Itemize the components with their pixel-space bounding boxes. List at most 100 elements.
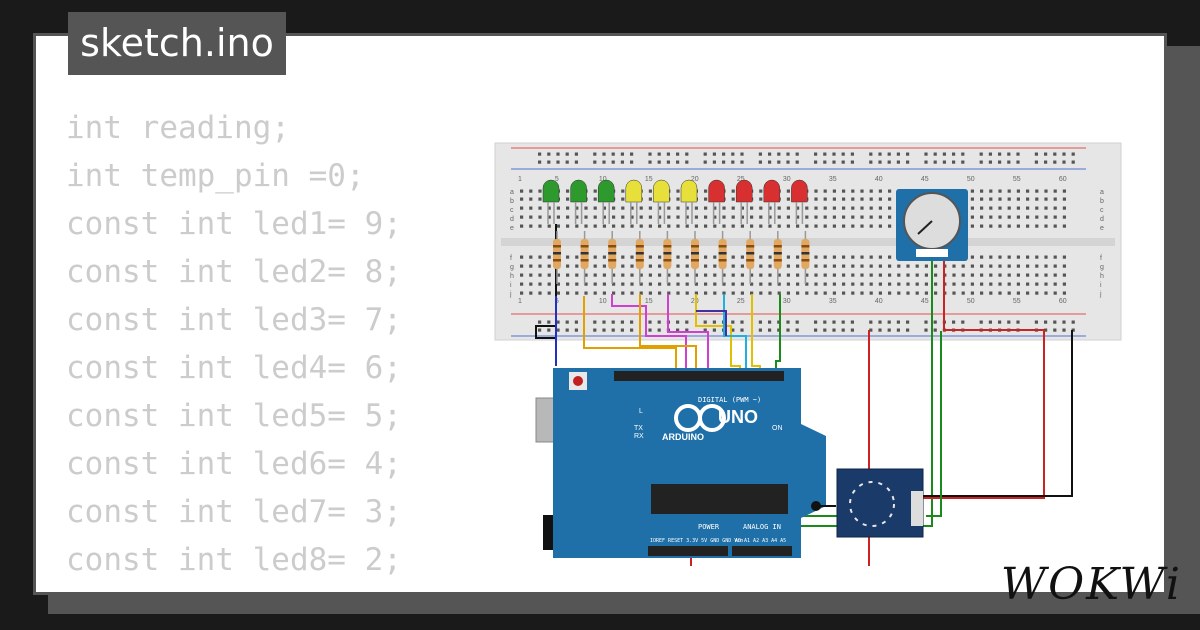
column-number: 20 <box>691 298 699 305</box>
column-number: 25 <box>737 298 745 305</box>
column-number: 1 <box>518 176 522 183</box>
on-label: ON <box>772 425 783 432</box>
column-number: 30 <box>783 298 791 305</box>
digital-label: DIGITAL (PWM ~) <box>698 396 761 404</box>
column-number: 45 <box>921 176 929 183</box>
column-number: 45 <box>921 298 929 305</box>
led[interactable] <box>597 179 615 224</box>
temperature-sensor-module[interactable] <box>811 468 924 538</box>
resistor[interactable] <box>691 231 699 284</box>
column-number: 25 <box>737 176 745 183</box>
led[interactable] <box>625 179 643 224</box>
column-number: 60 <box>1059 176 1067 183</box>
tx-label: TX <box>634 425 643 432</box>
row-letter: d <box>1100 216 1104 223</box>
code-line: const int led7= 3; <box>66 494 402 530</box>
row-letter: f <box>1100 255 1102 262</box>
row-letter: h <box>510 273 514 280</box>
analog-label: ANALOG IN <box>743 523 781 531</box>
rx-label: RX <box>634 433 644 440</box>
code-line: const int led3= 7; <box>66 302 402 338</box>
resistor[interactable] <box>663 231 672 284</box>
row-letter: f <box>510 255 512 262</box>
row-letter: a <box>1100 189 1104 196</box>
breadboard-labels: 1 1 55 10 10 15 15 20 20 25 25 30 30 35 35 40 40 45 45 50 50… <box>509 176 1104 305</box>
row-letter: a <box>510 189 514 196</box>
arduino-uno-board[interactable]: UNO ARDUINO DIGITAL (PWM ~) ANALOG IN PO… <box>535 368 826 558</box>
resistor[interactable] <box>773 231 782 284</box>
column-number: 10 <box>599 176 607 183</box>
led[interactable] <box>791 179 808 224</box>
column-number: 60 <box>1059 298 1067 305</box>
code-line: const int led1= 9; <box>66 206 402 242</box>
row-letter: c <box>510 207 514 214</box>
code-preview: int reading; int temp_pin =0; const int le… <box>66 104 402 592</box>
resistor[interactable] <box>580 231 589 284</box>
column-number: 30 <box>783 176 791 183</box>
column-number: 10 <box>599 298 607 305</box>
led[interactable] <box>763 179 781 224</box>
resistor[interactable] <box>801 231 810 284</box>
led[interactable] <box>542 179 560 224</box>
row-letter: b <box>510 198 514 205</box>
column-number: 55 <box>1013 176 1021 183</box>
l-label: L <box>639 408 643 415</box>
code-line: int temp_pin =0; <box>66 158 365 194</box>
board-brand: ARDUINO <box>662 432 704 442</box>
row-letter: b <box>1100 198 1104 205</box>
file-tab[interactable]: sketch.ino <box>68 12 286 75</box>
column-number: 50 <box>967 176 975 183</box>
resistor[interactable] <box>746 231 755 284</box>
column-number: 1 <box>518 298 522 305</box>
row-letter: i <box>1100 282 1102 289</box>
analog-pins-label: A0 A1 A2 A3 A4 A5 <box>735 538 786 544</box>
column-number: 35 <box>829 298 837 305</box>
column-number: 15 <box>645 298 653 305</box>
code-line: const int led2= 8; <box>66 254 402 290</box>
row-letter: j <box>1099 291 1102 298</box>
column-number: 40 <box>875 176 883 183</box>
resistor[interactable] <box>718 231 727 284</box>
row-letter: i <box>510 282 512 289</box>
board-model: UNO <box>718 407 758 427</box>
row-letter: g <box>510 264 514 271</box>
led[interactable] <box>735 179 753 224</box>
led-row <box>542 179 808 224</box>
column-number: 5 <box>555 176 559 183</box>
resistor[interactable] <box>635 231 644 284</box>
code-line: const int led4= 6; <box>66 350 402 386</box>
led[interactable] <box>653 179 670 224</box>
row-letter: h <box>1100 273 1104 280</box>
code-line: const int led6= 4; <box>66 446 402 482</box>
code-line: const int led9= 1; <box>66 584 402 592</box>
circuit-diagram: 1 1 55 10 10 15 15 20 20 25 25 30 30 35 35 40 40 45 45 50 50… <box>494 142 1122 566</box>
led[interactable] <box>680 179 698 224</box>
resistor[interactable] <box>608 231 617 284</box>
column-number: 50 <box>967 298 975 305</box>
code-line: int reading; <box>66 110 290 146</box>
column-number: 15 <box>645 176 653 183</box>
resistor[interactable] <box>553 231 561 284</box>
row-letter: c <box>1100 207 1104 214</box>
column-number: 20 <box>691 176 699 183</box>
resistor-row <box>553 231 810 284</box>
column-number: 40 <box>875 298 883 305</box>
code-line: const int led5= 5; <box>66 398 402 434</box>
row-letter: g <box>1100 264 1104 271</box>
led[interactable] <box>570 179 587 224</box>
column-number: 35 <box>829 176 837 183</box>
power-pins-label: IOREF RESET 3.3V 5V GND GND Vin <box>650 538 743 544</box>
column-number: 55 <box>1013 298 1021 305</box>
row-letter: d <box>510 216 514 223</box>
wires <box>535 224 1073 566</box>
power-label: POWER <box>698 523 720 531</box>
breadboard-holes <box>520 152 1075 332</box>
potentiometer[interactable] <box>896 189 968 261</box>
wokwi-logo: WOKWi <box>1000 559 1182 610</box>
led[interactable] <box>708 179 725 224</box>
row-letter: j <box>509 291 512 298</box>
preview-card: int reading; int temp_pin =0; const int le… <box>33 33 1167 595</box>
row-letter: e <box>510 225 514 232</box>
row-letter: e <box>1100 225 1104 232</box>
code-line: const int led8= 2; <box>66 542 402 578</box>
